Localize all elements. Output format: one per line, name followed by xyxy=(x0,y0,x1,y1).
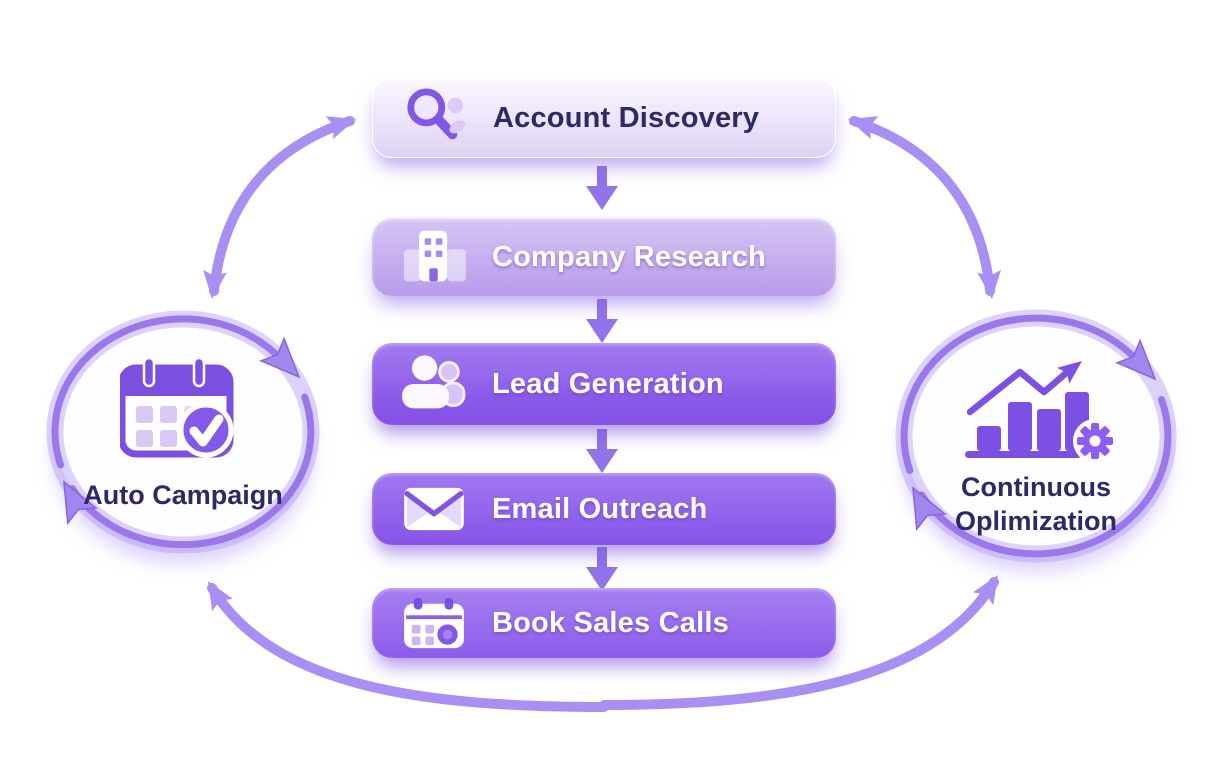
curved-connector-arrowheads xyxy=(202,116,1002,612)
step-label: Company Research xyxy=(492,240,766,273)
flow-down-arrows xyxy=(586,166,618,591)
flow-down-arrow xyxy=(586,299,618,343)
calendar-badge-icon xyxy=(398,596,470,650)
auto-campaign-label: Auto Campaign xyxy=(83,480,283,510)
left-cycle-ring xyxy=(51,315,315,549)
continuous-optimization-line2: Oplimization xyxy=(955,506,1117,536)
flow-down-arrow xyxy=(586,166,618,210)
right-cycle-ring xyxy=(900,314,1172,558)
step-account-discovery: Account Discovery xyxy=(372,78,836,158)
right-cycle-ring-arrowheads xyxy=(912,338,1157,532)
curved-connectors xyxy=(207,116,999,712)
flow-down-arrow xyxy=(586,547,618,591)
curve-arrow-bottom-left xyxy=(207,583,609,712)
right-cycle-disc xyxy=(904,318,1168,554)
curve-arrow-bottom-right xyxy=(599,577,999,710)
step-label: Account Discovery xyxy=(493,101,760,134)
flow-down-arrow xyxy=(586,429,618,473)
curve-arrow-top-right xyxy=(849,116,995,296)
step-label: Lead Generation xyxy=(492,367,724,400)
curve-arrow-top-left xyxy=(209,116,355,296)
step-company-research: Company Research xyxy=(372,218,836,296)
people-icon xyxy=(398,354,470,414)
chart-growth-gear-icon xyxy=(960,350,1117,467)
step-email-outreach: Email Outreach xyxy=(372,473,836,545)
step-book-sales-calls: Book Sales Calls xyxy=(372,588,836,658)
building-icon xyxy=(398,227,470,287)
search-icon xyxy=(399,87,471,149)
left-cycle-ring-arrowheads xyxy=(63,336,301,526)
continuous-optimization-line1: Continuous xyxy=(961,472,1111,502)
envelope-icon xyxy=(398,484,470,534)
calendar-check-icon xyxy=(118,356,236,469)
continuous-optimization-label: Continuous Oplimization xyxy=(916,470,1156,538)
step-label: Book Sales Calls xyxy=(492,606,729,639)
step-label: Email Outreach xyxy=(492,492,708,525)
step-lead-generation: Lead Generation xyxy=(372,343,836,425)
